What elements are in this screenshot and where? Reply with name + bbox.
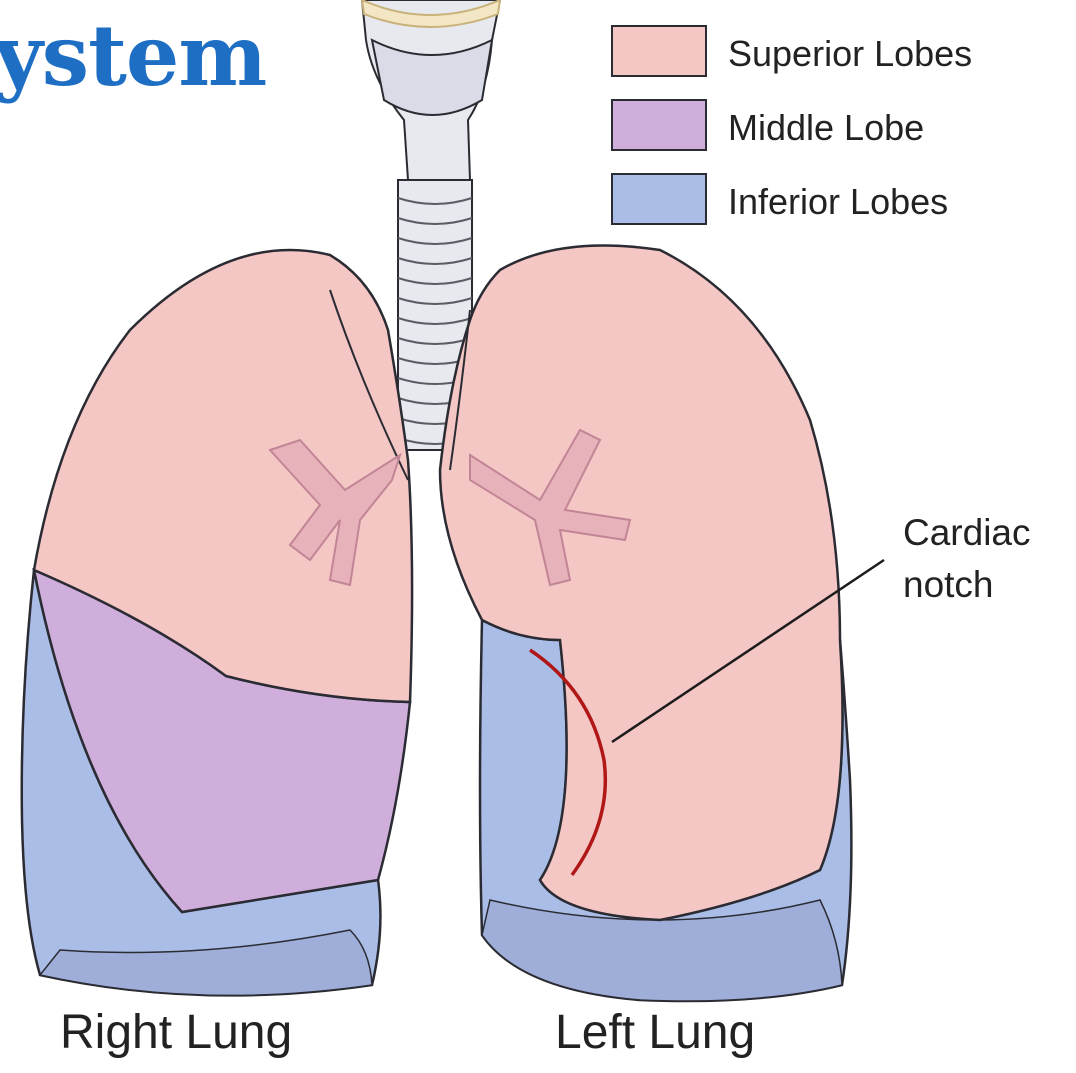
cardiac-notch-label-line1: Cardiac [903, 512, 1031, 553]
legend-swatch-middle [612, 100, 706, 150]
right-lung [22, 250, 412, 995]
left-lung-label: Left Lung [555, 1006, 755, 1059]
legend-label-inferior: Inferior Lobes [728, 181, 948, 222]
legend: Superior Lobes Middle Lobe Inferior Lobe… [612, 26, 972, 224]
legend-swatch-inferior [612, 174, 706, 224]
right-lung-label: Right Lung [60, 1006, 292, 1059]
legend-label-middle: Middle Lobe [728, 107, 924, 148]
legend-swatch-superior [612, 26, 706, 76]
cardiac-notch-label-line2: notch [903, 564, 994, 605]
legend-label-superior: Superior Lobes [728, 33, 972, 74]
